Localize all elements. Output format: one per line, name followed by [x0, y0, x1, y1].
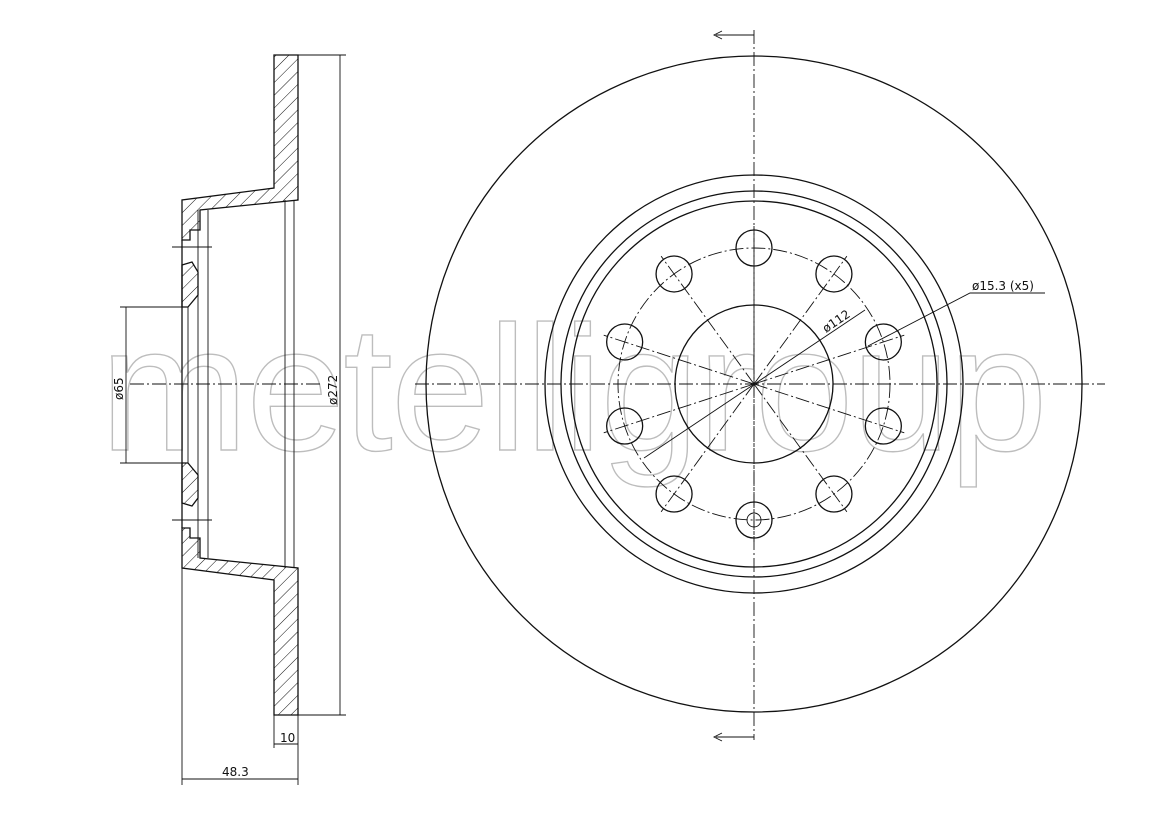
bolt-hole — [815, 255, 853, 293]
bolt-circle-dim-line — [643, 309, 866, 459]
hole-centerline — [660, 383, 755, 513]
section-arrow-bottom — [712, 732, 754, 742]
bolt-hole — [864, 323, 902, 361]
locating-hole — [746, 512, 762, 528]
bolt-hole-leader — [867, 292, 1045, 347]
side-section-view: ø65 ø272 10 48.3 — [112, 54, 346, 785]
hub-bore-dimension: ø65 — [112, 377, 126, 400]
hole-centerline — [753, 383, 905, 434]
front-view: ø112 ø15.3 (x5) — [415, 30, 1105, 742]
disc-plate-section-bottom — [181, 527, 299, 716]
hole-centerline — [603, 334, 755, 385]
thickness-dimension: 10 — [280, 731, 295, 745]
hole-centerline — [753, 383, 848, 513]
bolt-hole-dimension: ø15.3 (x5) — [972, 279, 1034, 293]
bolt-hole — [655, 475, 693, 513]
height-dimension: 48.3 — [222, 765, 249, 779]
bolt-hole — [606, 323, 644, 361]
hole-centerline — [660, 255, 755, 385]
bolt-hole — [655, 255, 693, 293]
section-arrow-top — [712, 30, 754, 40]
bolt-hole — [864, 407, 902, 445]
hole-centerline — [753, 255, 848, 385]
outer-diameter-dimension: ø272 — [326, 375, 340, 405]
disc-plate-section-top — [181, 54, 299, 241]
bolt-hole — [606, 407, 644, 445]
hole-centerline — [603, 383, 755, 434]
hole-centerline — [753, 334, 905, 385]
bolt-hole — [815, 475, 853, 513]
